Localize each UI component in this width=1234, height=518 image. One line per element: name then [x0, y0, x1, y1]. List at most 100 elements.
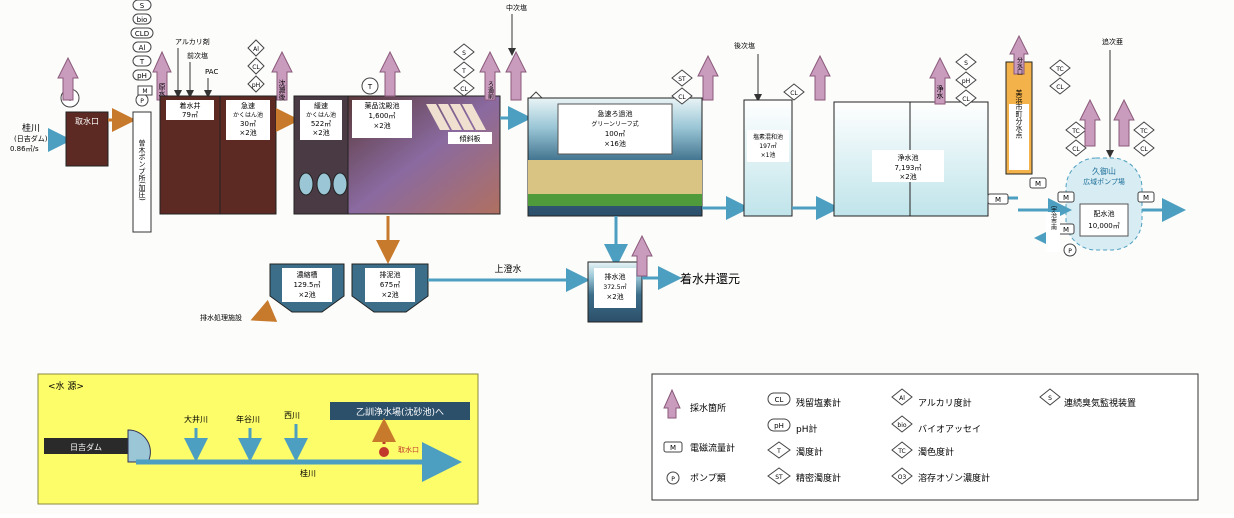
svg-text:CL: CL [790, 90, 798, 97]
sludge-out-label: 排水処理施設 [200, 313, 242, 322]
intake-tank [65, 111, 109, 167]
svg-text:pH: pH [962, 78, 970, 85]
legend-sample-icon [663, 388, 681, 419]
chemical-dosing: アルカリ剤 前次塩 PAC [174, 37, 218, 98]
chip-al: Al [139, 44, 146, 52]
svg-text:精密濁度計: 精密濁度計 [796, 472, 841, 484]
svg-text:ろ過前: ろ過前 [487, 81, 494, 100]
svg-text:浄水: 浄水 [936, 84, 944, 99]
receiving-well-name: 着水井 [180, 101, 201, 110]
sample-arrow-branch [1009, 34, 1029, 75]
svg-text:T: T [367, 83, 373, 91]
legend-box [651, 373, 1199, 501]
sample-arrow-clear [929, 56, 951, 105]
plant-box [330, 402, 470, 420]
sample-arrow-outlet [1113, 98, 1135, 147]
distribution-reservoir [1079, 203, 1129, 237]
booster-station-label: 広域ポンプ場 [1083, 177, 1125, 186]
svg-text:年谷川: 年谷川 [236, 414, 260, 424]
pac-label: PAC [205, 68, 218, 76]
chip-ph: pH [137, 72, 147, 80]
return-label: 着水井還元 [680, 271, 740, 286]
svg-text:CL: CL [1056, 84, 1064, 91]
svg-text:グリーンリーフ式: グリーンリーフ式 [591, 120, 638, 128]
sample-arrow-wash [631, 234, 653, 277]
svg-text:M: M [670, 444, 676, 452]
svg-text:O3: O3 [898, 474, 907, 481]
svg-text:Al: Al [899, 395, 905, 402]
svg-text:675㎥: 675㎥ [380, 280, 400, 289]
sample-arrow-treated [809, 54, 831, 101]
chips-rapid: Al CL pH [247, 39, 265, 93]
intake-point [379, 447, 389, 457]
svg-text:原水: 原水 [158, 83, 166, 97]
svg-text:採水箇所: 採水箇所 [690, 402, 726, 414]
meter-branch [1029, 177, 1047, 189]
svg-text:P: P [1068, 248, 1072, 255]
svg-text:西川: 西川 [284, 411, 300, 420]
svg-text:大井川: 大井川 [184, 414, 208, 424]
mixer-icons [298, 172, 348, 196]
svg-text:M: M [142, 88, 147, 95]
chemical-chip-column: S bio CLD Al T pH [130, 0, 154, 81]
svg-text:電磁流量計: 電磁流量計 [690, 442, 735, 454]
svg-text:CL: CL [775, 396, 784, 404]
meter-icon [137, 85, 153, 96]
svg-text:M: M [1035, 180, 1041, 188]
svg-text:CL: CL [678, 94, 686, 101]
sample-arrow-intake [57, 56, 79, 101]
sample-arrow-filtered [697, 54, 719, 101]
pump-station-box [132, 111, 152, 233]
svg-text:bio: bio [897, 422, 906, 429]
sample-arrow-prefilter [479, 50, 501, 101]
pre-chlorine-label: 前次塩 [187, 51, 208, 60]
svg-text:×2池: ×2池 [899, 172, 916, 181]
sample-arrow-settled [271, 50, 293, 101]
svg-text:pH計: pH計 [796, 423, 817, 435]
svg-text:桂川: 桂川 [22, 122, 40, 134]
chip-t: T [139, 58, 145, 66]
filter-sand-layer [528, 160, 702, 194]
svg-text:溶存オゾン濃度計: 溶存オゾン濃度計 [918, 472, 990, 484]
svg-text:T: T [776, 448, 781, 455]
svg-text:かくはん池: かくはん池 [306, 111, 336, 119]
post-chlorine-label: 後次塩 [734, 41, 755, 50]
intake-label: 取水口 [75, 116, 99, 126]
svg-text:522㎥: 522㎥ [311, 119, 331, 128]
svg-text:×2池: ×2池 [239, 128, 256, 137]
svg-text:CL: CL [1072, 146, 1080, 153]
svg-text:0.86㎥/s: 0.86㎥/s [10, 144, 39, 153]
chips-outlet: S T CL [453, 43, 475, 97]
svg-text:CL: CL [460, 86, 468, 93]
svg-text:ST: ST [775, 474, 783, 481]
svg-text:排泥池: 排泥池 [380, 270, 401, 279]
svg-text:P: P [140, 98, 144, 105]
svg-text:CL: CL [962, 96, 970, 103]
svg-text:10,000㎥: 10,000㎥ [1088, 221, 1120, 230]
svg-text:分水口: 分水口 [1016, 56, 1023, 76]
svg-text:×16池: ×16池 [604, 139, 626, 148]
svg-text:急速: 急速 [241, 101, 255, 110]
svg-text:TC: TC [897, 448, 906, 455]
svg-text:×2池: ×2池 [381, 290, 398, 299]
svg-text:ポンプ類: ポンプ類 [690, 473, 726, 484]
plate-label: 傾斜板 [460, 134, 481, 143]
svg-text:pH: pH [252, 82, 260, 89]
svg-text:残留塩素計: 残留塩素計 [796, 397, 841, 409]
chip-bio: bio [137, 16, 148, 24]
svg-text:pH: pH [774, 422, 784, 430]
svg-text:×2池: ×2池 [606, 292, 623, 301]
meter-clear [987, 193, 1009, 205]
sample-arrow-sedim [379, 50, 401, 97]
svg-text:7,193㎥: 7,193㎥ [894, 163, 921, 172]
booster-chlorine-label: 追次亜 [1102, 37, 1123, 46]
svg-text:乙訓浄水場(沈砂池)へ: 乙訓浄水場(沈砂池)へ [356, 406, 444, 418]
svg-text:M: M [1063, 194, 1069, 202]
svg-text:M: M [1063, 226, 1069, 234]
svg-text:濁色度計: 濁色度計 [918, 446, 954, 458]
source-box-title: <水 源> [48, 380, 84, 392]
svg-text:濃縮槽: 濃縮槽 [297, 270, 318, 279]
svg-text:日吉ダム: 日吉ダム [70, 442, 102, 452]
svg-text:(日吉ダム): (日吉ダム) [14, 134, 48, 143]
